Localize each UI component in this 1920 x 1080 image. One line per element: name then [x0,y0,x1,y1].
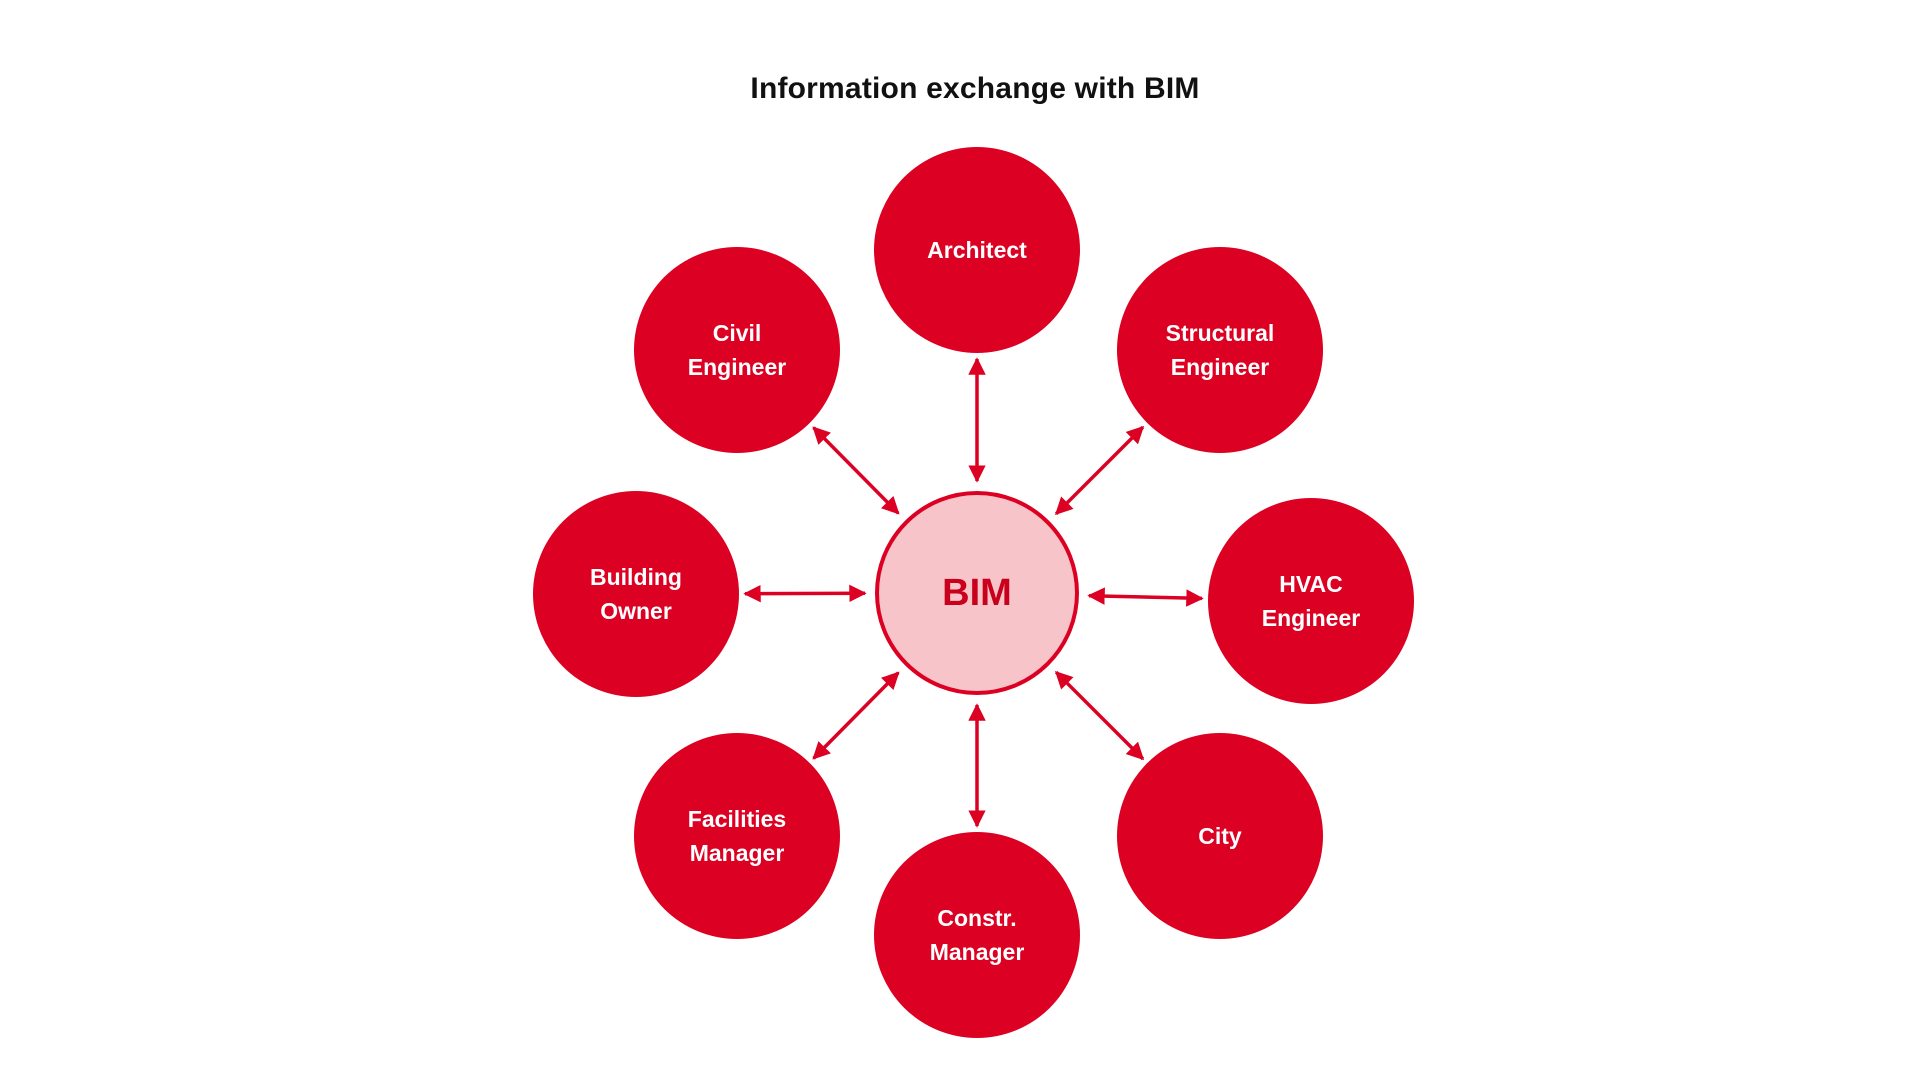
node-label-hvac-engineer: HVAC Engineer [1261,571,1361,631]
arrow-bim-civil-engineer [812,426,900,515]
node-hvac-engineer: HVAC Engineer [1208,498,1414,704]
node-label-structural-engineer: Structural Engineer [1165,320,1275,380]
node-label-city: City [1198,823,1242,849]
node-label-civil-engineer: Civil Engineer [687,320,787,380]
node-civil-engineer: Civil Engineer [634,247,840,453]
node-label-facilities-manager: Facilities Manager [687,806,787,866]
node-facilities-manager: Facilities Manager [634,733,840,939]
center-node-bim: BIM [875,491,1079,695]
arrow-bim-hvac-engineer [1087,587,1204,607]
diagram-title: Information exchange with BIM [750,72,1200,105]
node-label-constr-manager: Constr. Manager [929,905,1025,965]
node-building-owner: Building Owner [533,491,739,697]
arrow-bim-city [1054,670,1145,761]
node-label-building-owner: Building Owner [590,564,682,624]
node-structural-engineer: Structural Engineer [1117,247,1323,453]
node-architect: Architect [874,147,1080,353]
node-label-architect: Architect [927,237,1027,263]
center-node-label: BIM [942,572,1012,614]
arrow-bim-facilities-manager [812,671,900,760]
arrow-bim-structural-engineer [1054,425,1145,516]
node-city: City [1117,733,1323,939]
node-constr-manager: Constr. Manager [874,832,1080,1038]
